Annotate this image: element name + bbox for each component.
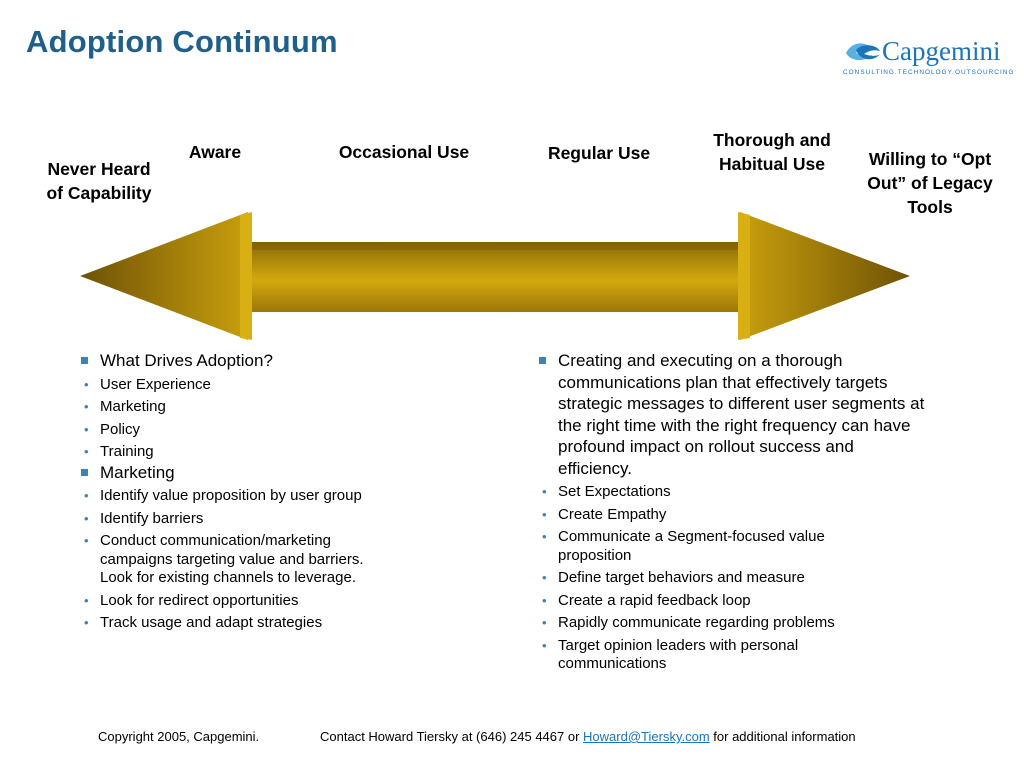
list-item: •Rapidly communicate regarding problems bbox=[542, 614, 835, 631]
stage-opt-out: Willing to “Opt Out” of Legacy Tools bbox=[867, 149, 993, 217]
dot-bullet-icon: • bbox=[84, 399, 89, 414]
stage-aware: Aware bbox=[188, 142, 242, 162]
dot-bullet-icon: • bbox=[84, 421, 89, 437]
square-bullet-icon bbox=[539, 357, 546, 364]
dot-bullet-icon: • bbox=[84, 376, 89, 392]
logo-tagline: CONSULTING.TECHNOLOGY.OUTSOURCING bbox=[843, 69, 1015, 76]
list-item: •Training bbox=[84, 443, 154, 460]
dot-bullet-icon: • bbox=[542, 506, 547, 522]
page-title: Adoption Continuum bbox=[26, 24, 338, 59]
stage-never-heard: Never Heard of Capability bbox=[46, 159, 152, 203]
list-item: •Create a rapid feedback loop bbox=[542, 591, 751, 609]
list-item: Creating and executing on a thorough com… bbox=[536, 350, 932, 479]
list-item: •Define target behaviors and measure bbox=[542, 569, 805, 586]
stage-regular-use: Regular Use bbox=[547, 143, 651, 163]
list-item: •Conduct communication/marketing campaig… bbox=[84, 532, 364, 586]
dot-bullet-icon: • bbox=[84, 615, 89, 630]
footer-copyright: Copyright 2005, Capgemini. bbox=[98, 729, 260, 744]
dot-bullet-icon: • bbox=[84, 592, 89, 608]
dot-bullet-icon: • bbox=[84, 444, 89, 459]
square-bullet-icon bbox=[81, 357, 88, 364]
list-item: •Identify value proposition by user grou… bbox=[84, 487, 362, 504]
stage-occasional-use: Occasional Use bbox=[338, 142, 470, 162]
capgemini-logo: Capgemini CONSULTING.TECHNOLOGY.OUTSOURC… bbox=[842, 36, 1013, 80]
list-item: What Drives Adoption? bbox=[78, 350, 478, 372]
dot-bullet-icon: • bbox=[542, 615, 547, 630]
dot-bullet-icon: • bbox=[84, 510, 89, 526]
footer-contact: Contact Howard Tiersky at (646) 245 4467… bbox=[320, 729, 856, 744]
list-item: •Identify barriers bbox=[84, 509, 204, 527]
list-item: •Communicate a Segment-focused value pro… bbox=[542, 528, 825, 564]
continuum-arrow bbox=[80, 212, 910, 340]
list-item: •Create Empathy bbox=[542, 505, 667, 523]
email-link[interactable]: Howard@Tiersky.com bbox=[583, 729, 710, 744]
list-item: •Policy bbox=[84, 420, 141, 438]
list-item: •Look for redirect opportunities bbox=[84, 591, 299, 609]
dot-bullet-icon: • bbox=[542, 637, 547, 653]
right-column: Creating and executing on a thorough com… bbox=[536, 350, 932, 674]
list-item: •Track usage and adapt strategies bbox=[84, 614, 323, 631]
dot-bullet-icon: • bbox=[542, 529, 547, 544]
list-item: •User Experience bbox=[84, 375, 211, 393]
dot-bullet-icon: • bbox=[542, 592, 547, 608]
list-item: Marketing bbox=[78, 462, 478, 484]
dot-bullet-icon: • bbox=[542, 484, 547, 499]
list-item: •Marketing bbox=[84, 398, 166, 415]
list-item: •Set Expectations bbox=[542, 483, 671, 500]
left-column: What Drives Adoption? •User Experience •… bbox=[78, 350, 478, 633]
square-bullet-icon bbox=[81, 468, 88, 476]
dot-bullet-icon: • bbox=[84, 533, 89, 548]
logo-wordmark: Capgemini bbox=[882, 36, 1001, 66]
dot-bullet-icon: • bbox=[84, 488, 89, 503]
stage-thorough-habitual: Thorough and Habitual Use bbox=[713, 130, 831, 174]
dot-bullet-icon: • bbox=[542, 570, 547, 585]
list-item: •Target opinion leaders with personal co… bbox=[542, 636, 799, 673]
logo-spade-icon bbox=[846, 43, 880, 61]
